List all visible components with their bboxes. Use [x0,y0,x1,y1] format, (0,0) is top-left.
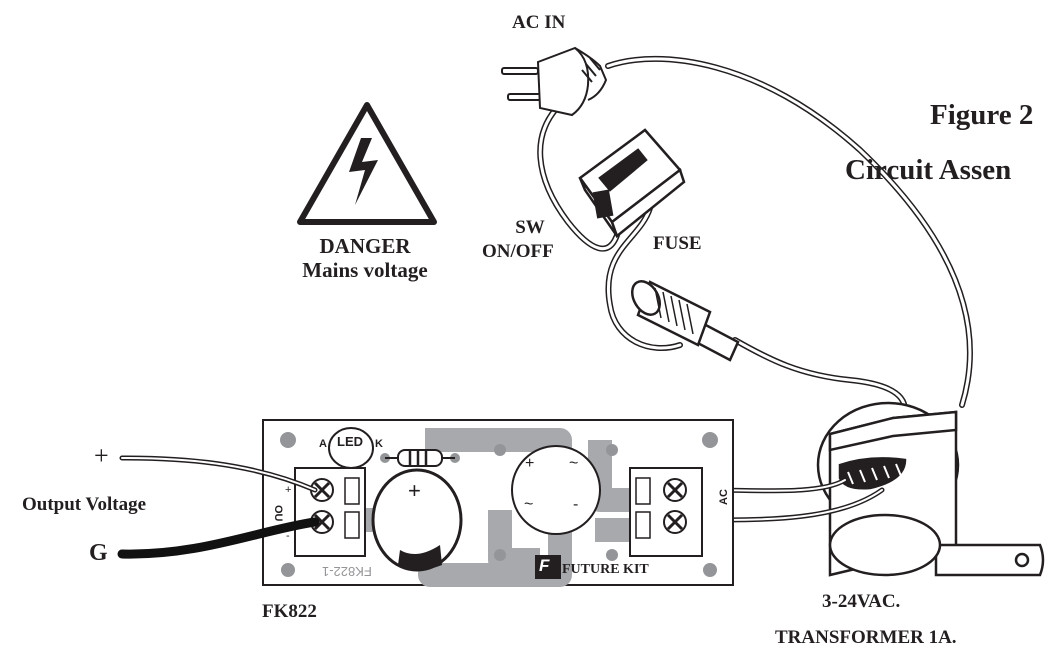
output-terminal-minus: - [286,530,290,542]
ac-in-label: AC IN [512,12,566,33]
ground-wire [117,517,320,559]
switch-state-label: ON/OFF [482,241,554,262]
resistor [385,449,455,467]
transformer [816,401,1045,577]
output-terminal-silk: OU [272,505,284,522]
fuse-holder [631,280,740,362]
led-anode-label: A [319,438,327,450]
ac-plug [501,46,608,117]
bridge-ac1-label: ~ [569,455,579,472]
ground-label: G [89,540,108,566]
bridge-plus-label: + [525,455,535,472]
electrolytic-capacitor [371,468,463,572]
mains-voltage-label: Mains voltage [302,258,428,282]
output-terminal-block [294,467,366,557]
ac-terminal-block [629,467,703,557]
fuse-label: FUSE [653,233,702,254]
brand-name: FUTURE KIT [562,562,649,577]
output-voltage-label: Output Voltage [22,494,147,515]
figure-caption: Circuit Assen [845,154,1012,186]
plug-body [536,46,590,117]
positive-terminal-label: + [94,441,109,470]
mirrored-silk-text: FK822-1 [322,564,372,579]
bridge-rectifier [511,445,601,535]
bridge-minus-label: - [573,496,579,513]
brand-logo-letter: F [539,556,550,575]
board-name-label: FK822 [262,601,317,622]
mounting-holes [280,432,718,577]
danger-triangle-icon [297,102,437,225]
led-cathode-label: K [375,438,383,450]
output-wires [117,455,320,559]
rocker-switch [578,128,686,239]
plug-prong-top [501,67,539,75]
mains-cables-inner [538,57,972,412]
bridge-ac2-label: ~ [524,496,534,513]
switch-label: SW [515,217,545,238]
output-terminal-plus: + [285,484,292,496]
mains-cables [537,55,973,413]
transformer-rating-label: 3-24VAC. [822,591,901,612]
led-silk-label: LED [337,434,363,449]
danger-label: DANGER [319,234,411,258]
figure-number: Figure 2 [930,99,1034,131]
pcb-board [262,419,734,587]
capacitor-plus-label: + [408,478,421,503]
future-kit-logo-icon [535,555,561,579]
transformer-label: TRANSFORMER 1A. [775,627,957,648]
plug-prong-bottom [507,93,543,101]
ac-terminal-silk: AC [718,489,730,505]
